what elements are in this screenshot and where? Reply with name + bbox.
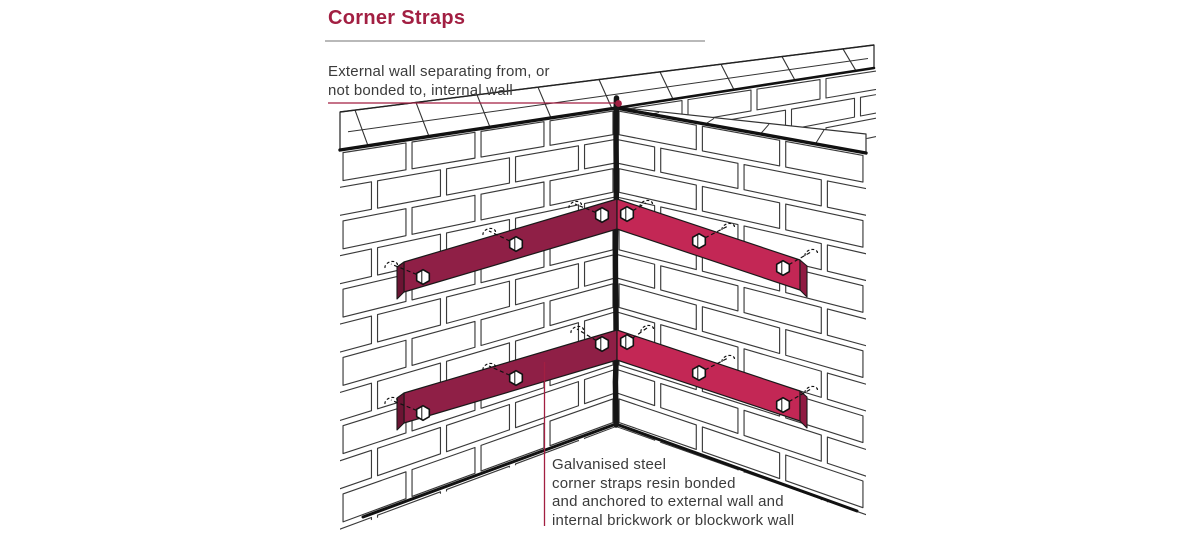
- wall-anchor-icon: [639, 199, 654, 208]
- wall-anchor-icon: [804, 385, 819, 394]
- bolt-icon: [508, 369, 524, 387]
- anchor-dashes: [384, 199, 819, 414]
- wall-anchor-icon: [384, 396, 399, 405]
- annotation-line: internal brickwork or blockwork wall: [552, 511, 795, 529]
- bolt-icon: [415, 268, 431, 286]
- strap-bolts: [415, 205, 791, 422]
- leader-dot: [615, 100, 622, 107]
- wall-anchor-icon: [640, 324, 655, 333]
- bolt-icon: [619, 333, 635, 351]
- wall-anchor-icon: [570, 325, 585, 334]
- wall-anchor-icon: [482, 227, 497, 236]
- annotation-external-wall: External wall separating from, or not bo…: [328, 63, 550, 100]
- bolt-icon: [691, 232, 707, 250]
- wall-anchor-icon: [384, 260, 399, 269]
- leader-top: [328, 100, 622, 107]
- wall-anchor-icon: [568, 200, 583, 209]
- wall-anchor-icon: [482, 362, 497, 371]
- title-underline: [325, 40, 705, 42]
- page-title: Corner Straps: [328, 7, 466, 29]
- bolt-icon: [619, 205, 635, 223]
- bolt-icon: [775, 396, 791, 414]
- annotation-galvanised-straps: Galvanised steel corner straps resin bon…: [552, 456, 794, 530]
- wall-anchor-icon: [804, 248, 819, 257]
- corner-separation-gap: [612, 95, 620, 428]
- annotation-line: corner straps resin bonded: [552, 474, 736, 492]
- bolt-icon: [691, 364, 707, 382]
- annotation-line: not bonded to, internal wall: [328, 81, 513, 99]
- bolt-icon: [508, 235, 524, 253]
- annotation-line: and anchored to external wall and: [552, 493, 784, 510]
- wall-anchor-icon: [721, 354, 736, 363]
- annotation-line: External wall separating from, or: [328, 63, 550, 80]
- bolt-icon: [415, 404, 431, 422]
- wall-anchor-icon: [721, 222, 736, 231]
- annotation-line: Galvanised steel: [552, 456, 667, 473]
- bolt-icon: [594, 335, 610, 353]
- bolt-icon: [594, 206, 610, 224]
- wall-edges: [338, 44, 876, 519]
- bolt-icon: [775, 259, 791, 277]
